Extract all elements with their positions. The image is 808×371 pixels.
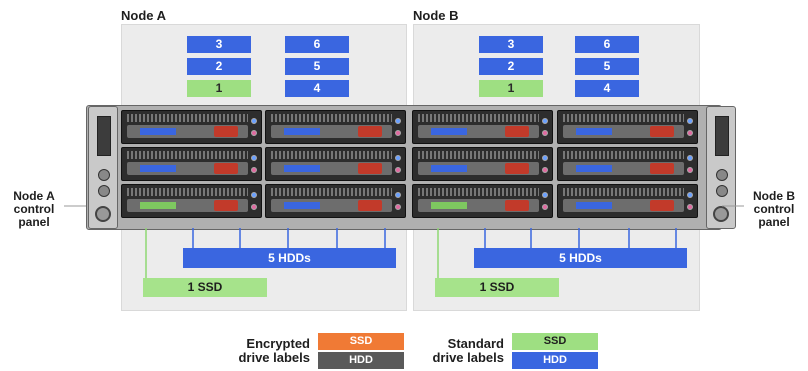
node-a-hdd-group-bar: 5 HDDs bbox=[183, 248, 396, 268]
node-b-control-panel-label: Node B control panel bbox=[753, 189, 795, 229]
node-b-slot-5: 5 bbox=[575, 58, 639, 75]
node-b-hdd-group-bar: 5 HDDs bbox=[474, 248, 687, 268]
power-button-icon bbox=[98, 169, 110, 181]
drive-bay bbox=[557, 110, 698, 144]
status-button-icon bbox=[98, 185, 110, 197]
power-button-icon bbox=[716, 169, 728, 181]
ssd-bay bbox=[121, 184, 262, 218]
ear-slot bbox=[97, 116, 111, 156]
node-b-control-panel-ear bbox=[706, 106, 736, 229]
drive-bay bbox=[557, 147, 698, 181]
node-a-slot-6: 6 bbox=[285, 36, 349, 53]
ear-slot bbox=[715, 116, 729, 156]
drive-bay bbox=[412, 110, 553, 144]
node-a-slot-4: 4 bbox=[285, 80, 349, 97]
node-a-slot-1: 1 bbox=[187, 80, 251, 97]
node-a-slot-3: 3 bbox=[187, 36, 251, 53]
node-b-slot-3: 3 bbox=[479, 36, 543, 53]
node-b-slot-2: 2 bbox=[479, 58, 543, 75]
drive-bay bbox=[412, 147, 553, 181]
node-b-slot-4: 4 bbox=[575, 80, 639, 97]
node-b-slot-1: 1 bbox=[479, 80, 543, 97]
ssd-bay bbox=[412, 184, 553, 218]
node-b-title: Node B bbox=[413, 8, 459, 23]
node-a-ssd-group-bar: 1 SSD bbox=[143, 278, 267, 297]
thumbscrew-icon bbox=[713, 206, 729, 222]
node-a-title: Node A bbox=[121, 8, 167, 23]
encrypted-hdd-chip: HDD bbox=[318, 352, 404, 369]
node-a-slot-2: 2 bbox=[187, 58, 251, 75]
node-a-slot-5: 5 bbox=[285, 58, 349, 75]
standard-legend-title: Standard drive labels bbox=[432, 336, 504, 365]
node-b-ssd-group-bar: 1 SSD bbox=[435, 278, 559, 297]
encrypted-legend-title: Encrypted drive labels bbox=[238, 336, 310, 365]
standard-hdd-chip: HDD bbox=[512, 352, 598, 369]
node-a-control-panel-label: Node A control panel bbox=[13, 189, 55, 229]
drive-bay bbox=[557, 184, 698, 218]
standard-ssd-chip: SSD bbox=[512, 333, 598, 350]
node-b-slot-6: 6 bbox=[575, 36, 639, 53]
drive-bay bbox=[265, 147, 406, 181]
drive-bay bbox=[265, 184, 406, 218]
node-a-control-panel-ear bbox=[88, 106, 118, 229]
encrypted-ssd-chip: SSD bbox=[318, 333, 404, 350]
drive-bay bbox=[265, 110, 406, 144]
drive-bay bbox=[121, 147, 262, 181]
status-button-icon bbox=[716, 185, 728, 197]
thumbscrew-icon bbox=[95, 206, 111, 222]
drive-bay bbox=[121, 110, 262, 144]
